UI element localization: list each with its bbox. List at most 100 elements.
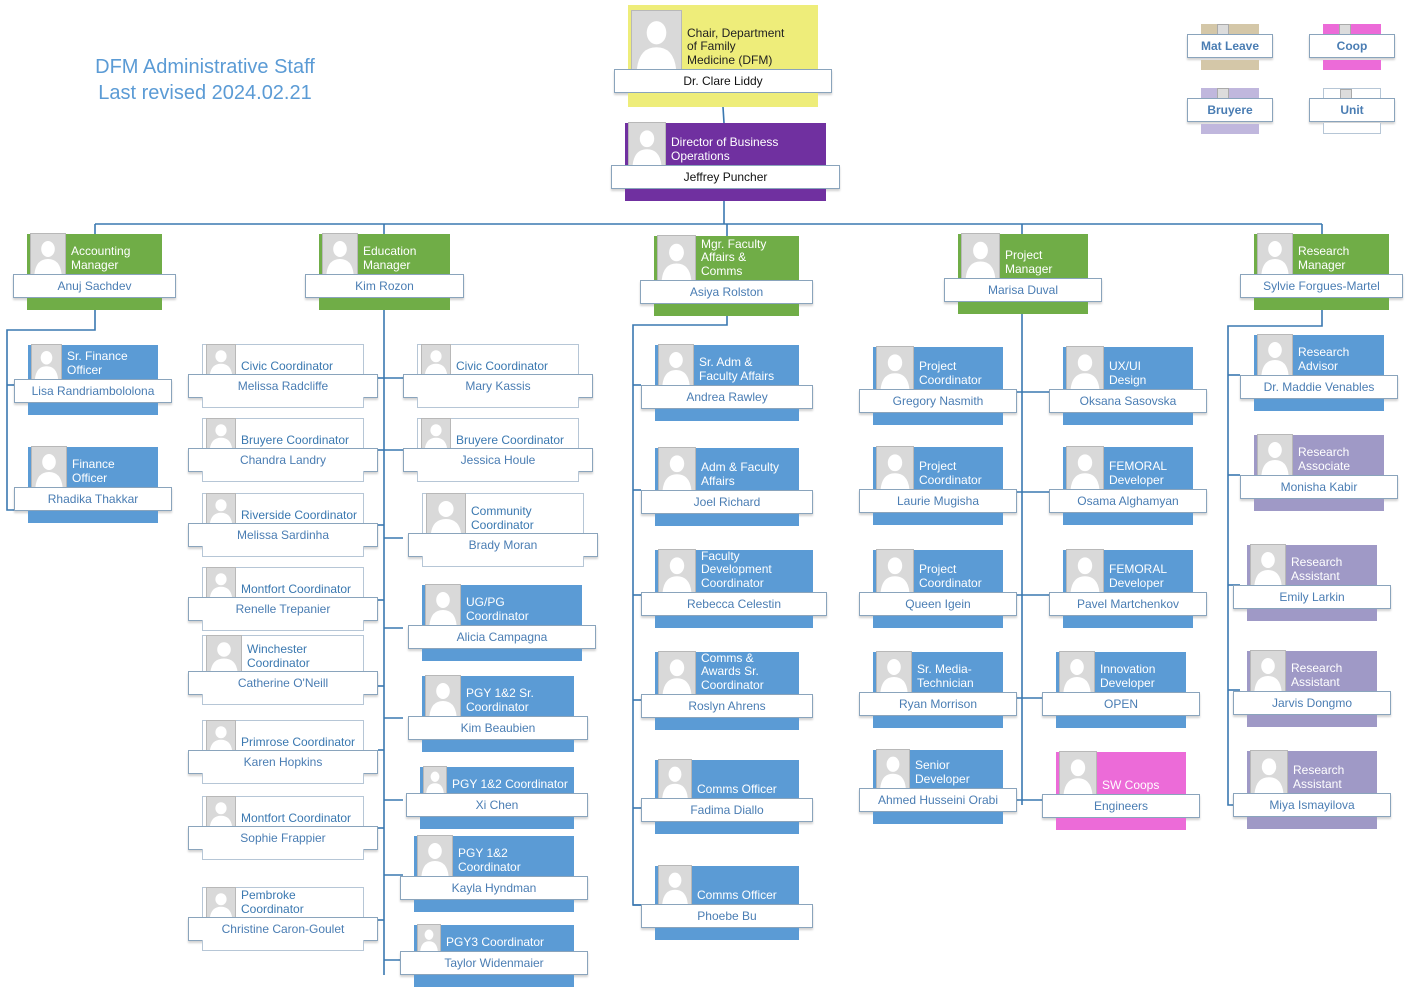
org-node[interactable]: Chair, Department of Family Medicine (DF…: [614, 5, 832, 107]
node-title: Pembroke Coordinator: [241, 889, 304, 916]
node-footer: [1056, 818, 1186, 830]
node-footer: [414, 900, 574, 912]
node-header: Research Assistant: [1247, 750, 1377, 797]
node-header: PGY3 Coordinator: [414, 924, 574, 955]
node-name: Kayla Hyndman: [400, 876, 588, 900]
node-header: Senior Developer: [873, 749, 1003, 792]
node-footer: [654, 304, 799, 316]
node-header: Project Coordinator: [873, 346, 1003, 393]
page-title-line2: Last revised 2024.02.21: [98, 82, 312, 104]
node-name: Brady Moran: [408, 533, 598, 557]
avatar-icon: [1066, 446, 1104, 490]
avatar-icon: [658, 447, 696, 491]
node-header: FEMORAL Developer: [1063, 446, 1193, 493]
node-name: Marisa Duval: [944, 278, 1102, 302]
node-header: Winchester Coordinator: [202, 635, 364, 676]
node-header: FEMORAL Developer: [1063, 549, 1193, 596]
node-name: Jessica Houle: [403, 448, 593, 472]
node-header: Education Manager: [319, 233, 450, 278]
avatar-icon: [1250, 750, 1288, 794]
org-node[interactable]: PGY 1&2 Coordinator Xi Chen: [406, 766, 588, 829]
node-title: Research Assistant: [1291, 556, 1343, 583]
avatar-icon: [628, 122, 666, 166]
avatar-icon: [322, 233, 358, 275]
avatar-icon: [658, 344, 694, 386]
node-name: Miya Ismayilova: [1233, 793, 1391, 817]
avatar-icon: [426, 493, 466, 535]
node-footer: [202, 849, 364, 860]
legend-item: Unit: [1309, 88, 1395, 134]
node-name: Ryan Morrison: [859, 692, 1017, 716]
node-footer: [1254, 499, 1384, 511]
node-footer: [1063, 513, 1193, 525]
node-footer: [655, 822, 799, 834]
avatar-icon: [423, 766, 447, 794]
legend-swatch-bottom: [1323, 123, 1381, 134]
connector-line: [1227, 310, 1323, 806]
avatar-icon: [206, 635, 242, 673]
node-title: Civic Coordinator: [241, 359, 334, 373]
node-header: Primrose Coordinator: [202, 720, 364, 755]
node-title: SW Coops: [1102, 778, 1160, 792]
node-footer: [422, 649, 582, 661]
node-name: Fadima Diallo: [641, 798, 813, 822]
avatar-icon: [206, 567, 236, 599]
avatar-icon: [1059, 651, 1095, 693]
avatar-icon: [1066, 346, 1104, 390]
node-header: Research Manager: [1254, 233, 1389, 278]
node-header: UG/PG Coordinator: [422, 584, 582, 629]
node-header: Riverside Coordinator: [202, 493, 364, 528]
node-name: Xi Chen: [406, 793, 588, 817]
node-name: Laurie Mugisha: [859, 489, 1017, 513]
legend-item: Bruyere: [1187, 88, 1273, 134]
node-footer: [28, 511, 158, 523]
avatar-icon: [30, 233, 66, 275]
node-title: PGY 1&2 Coordinator: [452, 777, 568, 791]
node-title: Winchester Coordinator: [247, 643, 310, 670]
